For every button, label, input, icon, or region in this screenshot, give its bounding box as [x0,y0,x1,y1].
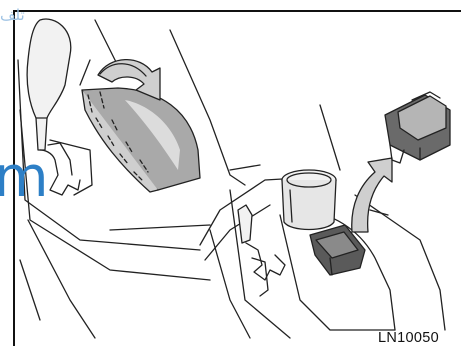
watermark-letter: m [0,150,49,206]
figure-code: LN10050 [378,330,439,346]
right-shift-lever [238,205,285,296]
remove-arrow-right [352,158,392,232]
removed-insert-piece [385,92,450,163]
cupholder-cylinder [282,170,336,230]
console-cover-panel [82,88,200,192]
watermark-arabic: تلف [0,6,25,24]
